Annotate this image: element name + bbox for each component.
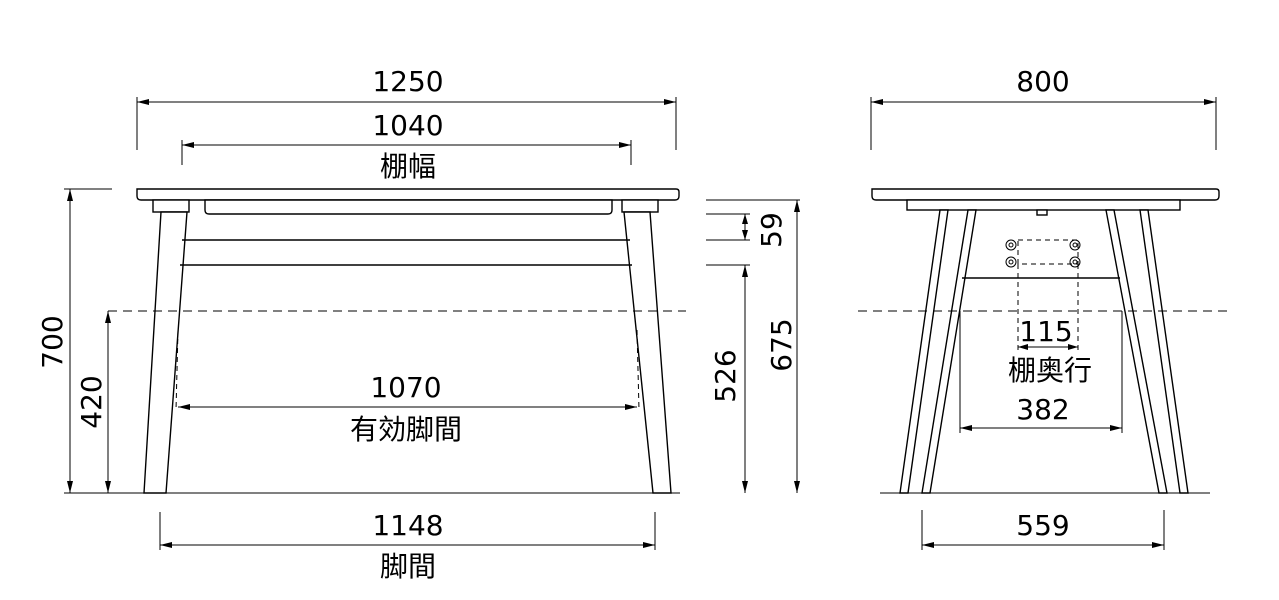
label-shelf-width: 棚幅	[380, 150, 436, 183]
dim-overall-height: 700	[36, 315, 69, 368]
side-leg-right-outer	[1139, 209, 1189, 494]
label-shelf-depth: 棚奥行	[1008, 354, 1092, 387]
dim-overall-width: 1250	[372, 65, 443, 98]
front-tabletop	[136, 188, 680, 201]
dim-effective-leg-span: 1070	[370, 371, 441, 404]
front-view	[64, 188, 686, 494]
dim-shelf-width: 1040	[372, 109, 443, 142]
side-leg-left-outer	[899, 209, 949, 494]
front-shelf	[204, 199, 613, 215]
side-view	[858, 188, 1228, 494]
dim-675: 675	[765, 318, 798, 371]
dim-59: 59	[755, 212, 788, 248]
side-apron	[906, 199, 1181, 211]
side-leg-left-inner	[921, 209, 977, 494]
bolt-icon	[1005, 239, 1081, 268]
dim-382: 382	[1016, 393, 1069, 426]
shelf-bracket-outline	[1017, 239, 1079, 265]
dim-leg-span: 1148	[372, 509, 443, 542]
front-leg-block-right	[621, 199, 659, 213]
side-tabletop	[871, 188, 1220, 201]
front-leg-right	[623, 211, 672, 494]
dim-559: 559	[1016, 509, 1069, 542]
front-leg-left	[143, 211, 188, 494]
front-hidden-left	[175, 329, 179, 411]
label-effective-leg-span: 有効脚間	[350, 413, 462, 446]
label-leg-span: 脚間	[380, 550, 436, 583]
dim-526: 526	[709, 349, 742, 402]
middle-dimensions: 59 526 675	[706, 199, 800, 493]
front-leg-block-left	[152, 199, 190, 213]
dim-115: 115	[1019, 315, 1072, 348]
front-hidden-right	[636, 329, 640, 411]
side-bracket	[1036, 209, 1048, 216]
dim-height-420: 420	[75, 375, 108, 428]
side-dimensions: 800 115 棚奥行 382 559	[870, 65, 1217, 550]
side-leg-right-inner	[1105, 209, 1168, 494]
front-dimensions: 1250 1040 棚幅 700 420 1070 有効脚間 1148 脚間	[36, 65, 677, 583]
dim-overall-depth: 800	[1016, 65, 1069, 98]
